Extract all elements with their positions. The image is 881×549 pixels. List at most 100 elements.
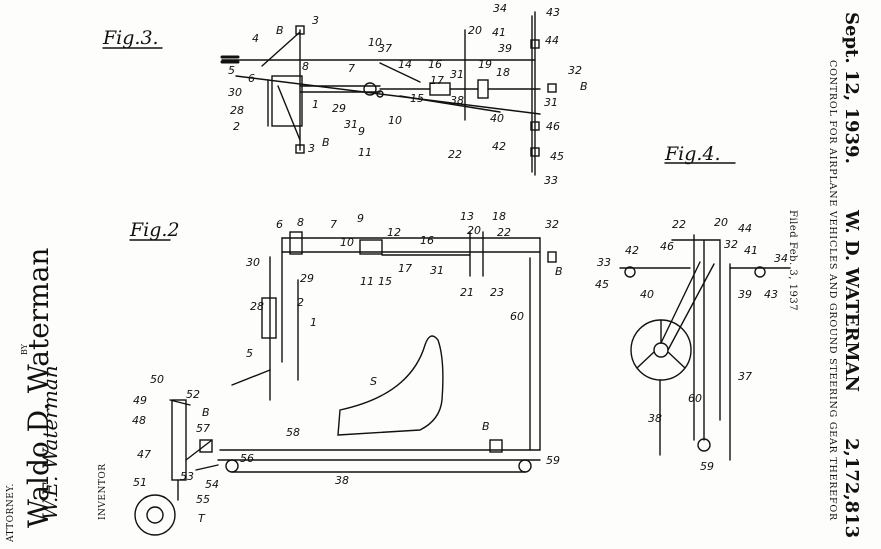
fig3-ref-numeral: 33: [544, 174, 558, 187]
fig2-ref-numeral: 8: [297, 216, 304, 229]
fig4-ref-numeral: 42: [625, 244, 639, 257]
fig2-ref-numeral: T: [198, 512, 206, 525]
fig3-ref-numeral: 43: [546, 6, 560, 19]
patent-filed-date: Filed Feb. 3, 1937: [787, 210, 798, 312]
fig3-ref-numeral: 20: [468, 24, 482, 37]
fig3-ref-numeral: 10: [388, 114, 402, 127]
fig3-ref-numeral: 3: [308, 142, 315, 155]
fig2-ref-numeral: 48: [132, 414, 146, 427]
fig2-ref-numeral: 12: [387, 226, 401, 239]
fig3-ref-numeral: 5: [228, 64, 235, 77]
fig2-title: Fig.2: [129, 219, 180, 241]
fig2-ref-numeral: 52: [186, 388, 200, 401]
fig3-ref-numeral: 14: [398, 58, 412, 71]
fig3-ref-numeral: 11: [358, 146, 372, 159]
fig2-ref-numeral: 28: [250, 300, 264, 313]
fig2-ref-numeral: 7: [330, 218, 337, 231]
fig3-ref-numeral: B: [580, 80, 588, 93]
fig2-ref-numeral: 1: [310, 316, 317, 329]
fig4-ref-numeral: 45: [595, 278, 609, 291]
fig3-ref-numeral: 28: [230, 104, 244, 117]
fig4-ref-numeral: 46: [660, 240, 674, 253]
fig2-ref-numeral: 5: [246, 347, 253, 360]
fig4-ref-numeral: 20: [714, 216, 728, 229]
fig3-ref-numeral: 22: [448, 148, 462, 161]
fig2-ref-numeral: 47: [137, 448, 151, 461]
fig4-ref-numeral: 32: [724, 238, 738, 251]
fig4-ref-numeral: 34: [774, 252, 788, 265]
fig3-ref-numeral: 29: [332, 102, 346, 115]
fig2-ref-numeral: 31: [430, 264, 444, 277]
fig4-ref-numeral: 44: [738, 222, 752, 235]
fig3-ref-numeral: 16: [428, 58, 442, 71]
fig2-ref-numeral: 54: [205, 478, 219, 491]
fig3-ref-numeral: B: [322, 136, 330, 149]
fig3-ref-numeral: 44: [545, 34, 559, 47]
fig2-ref-numeral: 59: [546, 454, 560, 467]
fig3-ref-numeral: 38: [450, 94, 464, 107]
fig2-ref-numeral: 50: [150, 373, 164, 386]
fig2-ref-numeral: B: [202, 406, 210, 419]
fig3-ref-numeral: 30: [228, 86, 242, 99]
fig3-ref-numeral: 15: [410, 92, 424, 105]
fig4-ref-numeral: 60: [688, 392, 702, 405]
fig3-ref-numeral: 39: [498, 42, 512, 55]
fig4-title: Fig.4.: [664, 143, 721, 165]
fig2-ref-numeral: 10: [340, 236, 354, 249]
fig2-ref-numeral: 29: [300, 272, 314, 285]
fig3-ref-numeral: 37: [378, 42, 392, 55]
patent-number: 2,172,813: [841, 438, 862, 539]
fig3-ref-numeral: 6: [248, 72, 255, 85]
fig3-drawing: [102, 11, 557, 176]
fig2-ref-numeral: 15: [378, 275, 392, 288]
fig4-ref-numeral: 43: [764, 288, 778, 301]
fig3-ref-numeral: 31: [544, 96, 558, 109]
fig4-ref-numeral: 59: [700, 460, 714, 473]
fig3-ref-numeral: 32: [568, 64, 582, 77]
fig2-ref-numeral: 49: [133, 394, 147, 407]
patent-date: Sept. 12, 1939.: [841, 12, 862, 164]
fig2-drawing: [129, 231, 557, 536]
fig3-ref-numeral: 31: [344, 118, 358, 131]
fig3-ref-numeral: 17: [430, 74, 444, 87]
fig2-ref-numeral: 57: [196, 422, 210, 435]
fig3-ref-numeral: 8: [302, 60, 309, 73]
fig3-ref-numeral: 18: [496, 66, 510, 79]
fig2-ref-numeral: 11: [360, 275, 374, 288]
fig3-ref-numeral: 34: [493, 2, 507, 15]
fig3-ref-numeral: 31: [450, 68, 464, 81]
fig3-ref-numeral: 41: [492, 26, 506, 39]
fig3-ref-numeral: B: [276, 24, 284, 37]
fig3-ref-numeral: 46: [546, 120, 560, 133]
fig2-ref-numeral: 30: [246, 256, 260, 269]
fig3-ref-numeral: 45: [550, 150, 564, 163]
fig2-ref-numeral: 58: [286, 426, 300, 439]
fig2-ref-numeral: S: [370, 375, 377, 388]
fig3-ref-numeral: 4: [252, 32, 259, 45]
fig2-ref-numeral: 21: [460, 286, 474, 299]
fig3-ref-numeral: 9: [358, 125, 365, 138]
fig4-ref-numeral: 37: [738, 370, 752, 383]
fig2-ref-numeral: 2: [297, 296, 304, 309]
fig3-ref-numeral: 3: [312, 14, 319, 27]
fig2-ref-numeral: B: [482, 420, 490, 433]
fig3-ref-numeral: 40: [490, 112, 504, 125]
fig4-ref-numeral: 33: [597, 256, 611, 269]
fig4-ref-numeral: 38: [648, 412, 662, 425]
fig2-ref-numeral: 22: [497, 226, 511, 239]
patent-title: CONTROL FOR AIRPLANE VEHICLES AND GROUND…: [827, 60, 838, 521]
fig2-ref-numeral: 13: [460, 210, 474, 223]
fig2-ref-numeral: 32: [545, 218, 559, 231]
fig3-title: Fig.3.: [102, 27, 159, 49]
fig3-ref-numeral: 10: [368, 36, 382, 49]
fig2-ref-numeral: 6: [276, 218, 283, 231]
fig2-ref-numeral: 16: [420, 234, 434, 247]
fig2-ref-numeral: 56: [240, 452, 254, 465]
fig2-ref-numeral: 51: [133, 476, 147, 489]
patent-inventor-header: W. D. WATERMAN: [841, 210, 862, 392]
fig4-ref-numeral: 22: [672, 218, 686, 231]
